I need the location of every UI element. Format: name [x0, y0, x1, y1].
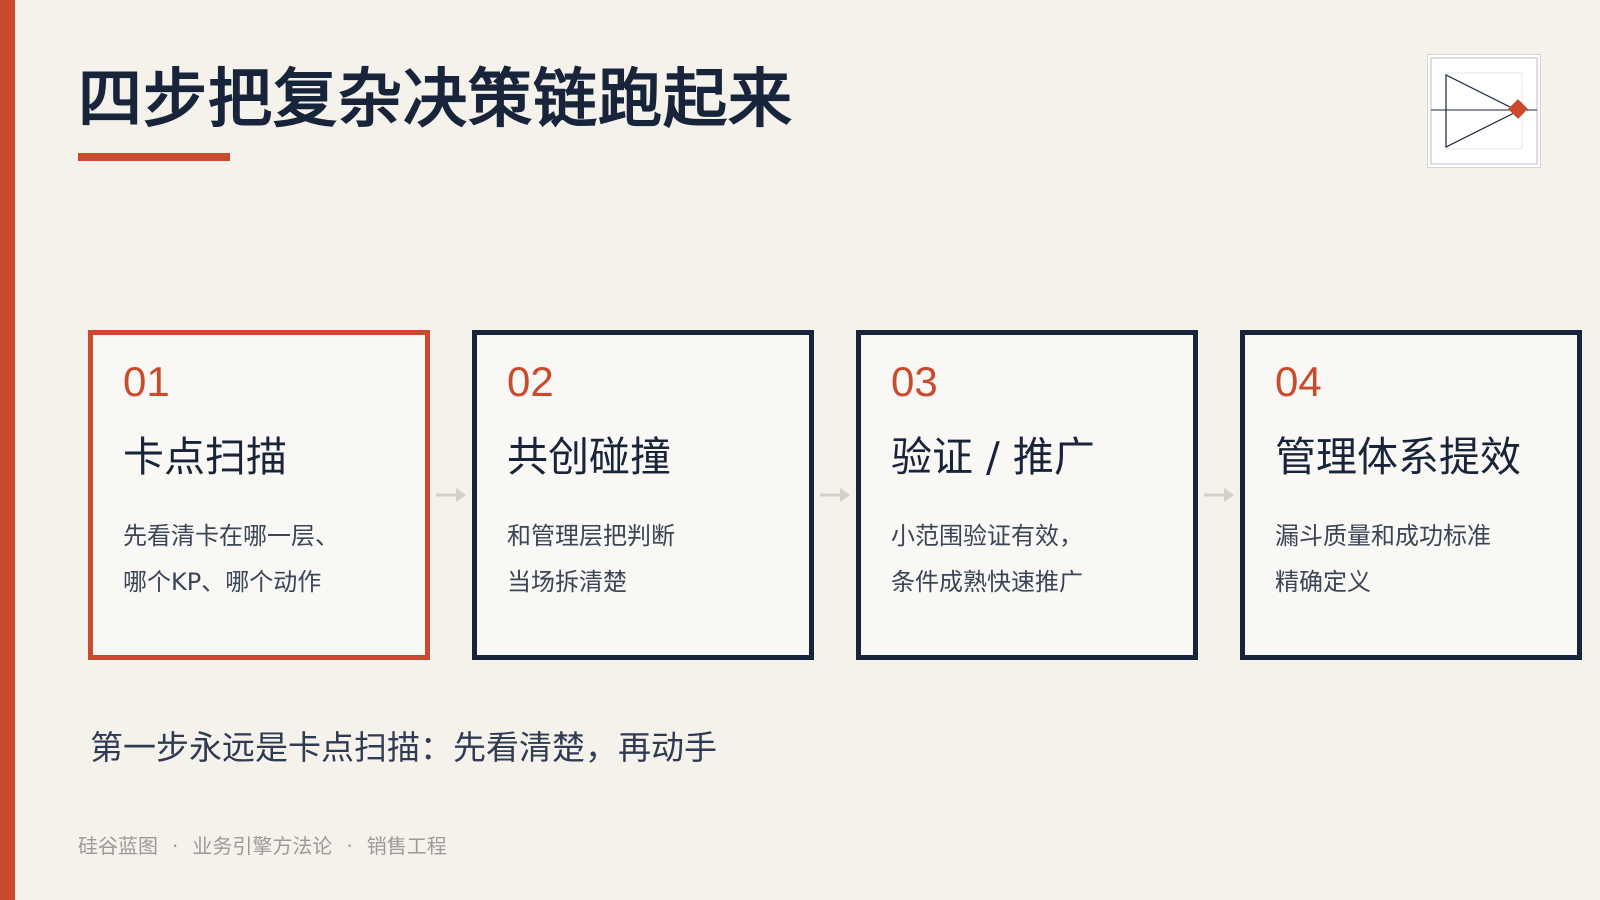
step-description: 小范围验证有效， 条件成熟快速推广	[891, 513, 1181, 605]
step-card-3: 03 验证 / 推广 小范围验证有效， 条件成熟快速推广	[856, 330, 1198, 660]
step-description-line: 当场拆清楚	[507, 568, 627, 596]
step-description-line: 哪个KP、哪个动作	[123, 568, 322, 596]
step-card-1: 01 卡点扫描 先看清卡在哪一层、 哪个KP、哪个动作	[88, 330, 430, 660]
step-description: 和管理层把判断 当场拆清楚	[507, 513, 797, 605]
arrow-right-icon	[436, 488, 466, 502]
step-number: 01	[123, 358, 170, 405]
step-title: 验证 / 推广	[891, 433, 1095, 481]
left-accent-bar	[0, 0, 15, 900]
step-description-line: 先看清卡在哪一层、	[123, 522, 339, 550]
triangle-diamond-logo-icon	[1430, 57, 1538, 165]
step-description-line: 小范围验证有效，	[891, 522, 1083, 550]
step-description: 漏斗质量和成功标准 精确定义	[1275, 513, 1565, 605]
step-number: 03	[891, 358, 938, 405]
step-description-line: 条件成熟快速推广	[891, 568, 1083, 596]
step-card-2: 02 共创碰撞 和管理层把判断 当场拆清楚	[472, 330, 814, 660]
step-number: 04	[1275, 358, 1322, 405]
step-description: 先看清卡在哪一层、 哪个KP、哪个动作	[123, 513, 413, 605]
step-description-line: 和管理层把判断	[507, 522, 675, 550]
step-description-line: 精确定义	[1275, 568, 1371, 596]
footer-separator: ·	[172, 834, 179, 858]
footer-item-methodology: 业务引擎方法论	[192, 834, 333, 858]
arrow-right-icon	[820, 488, 850, 502]
footer: 硅谷蓝图 · 业务引擎方法论 · 销售工程	[78, 834, 447, 858]
step-card-4: 04 管理体系提效 漏斗质量和成功标准 精确定义	[1240, 330, 1582, 660]
slide-title: 四步把复杂决策链跑起来	[78, 62, 793, 137]
footer-item-sales-engineering: 销售工程	[366, 834, 447, 858]
title-underline	[78, 153, 230, 161]
step-title: 共创碰撞	[507, 433, 671, 481]
arrow-right-icon	[1204, 488, 1234, 502]
logo-icon	[1428, 55, 1540, 167]
step-description-line: 漏斗质量和成功标准	[1275, 522, 1491, 550]
step-title: 管理体系提效	[1275, 433, 1521, 481]
footer-item-brand: 硅谷蓝图	[78, 834, 158, 858]
step-title: 卡点扫描	[123, 433, 287, 481]
footer-separator: ·	[346, 834, 353, 858]
summary-text: 第一步永远是卡点扫描：先看清楚，再动手	[90, 728, 717, 767]
step-number: 02	[507, 358, 554, 405]
